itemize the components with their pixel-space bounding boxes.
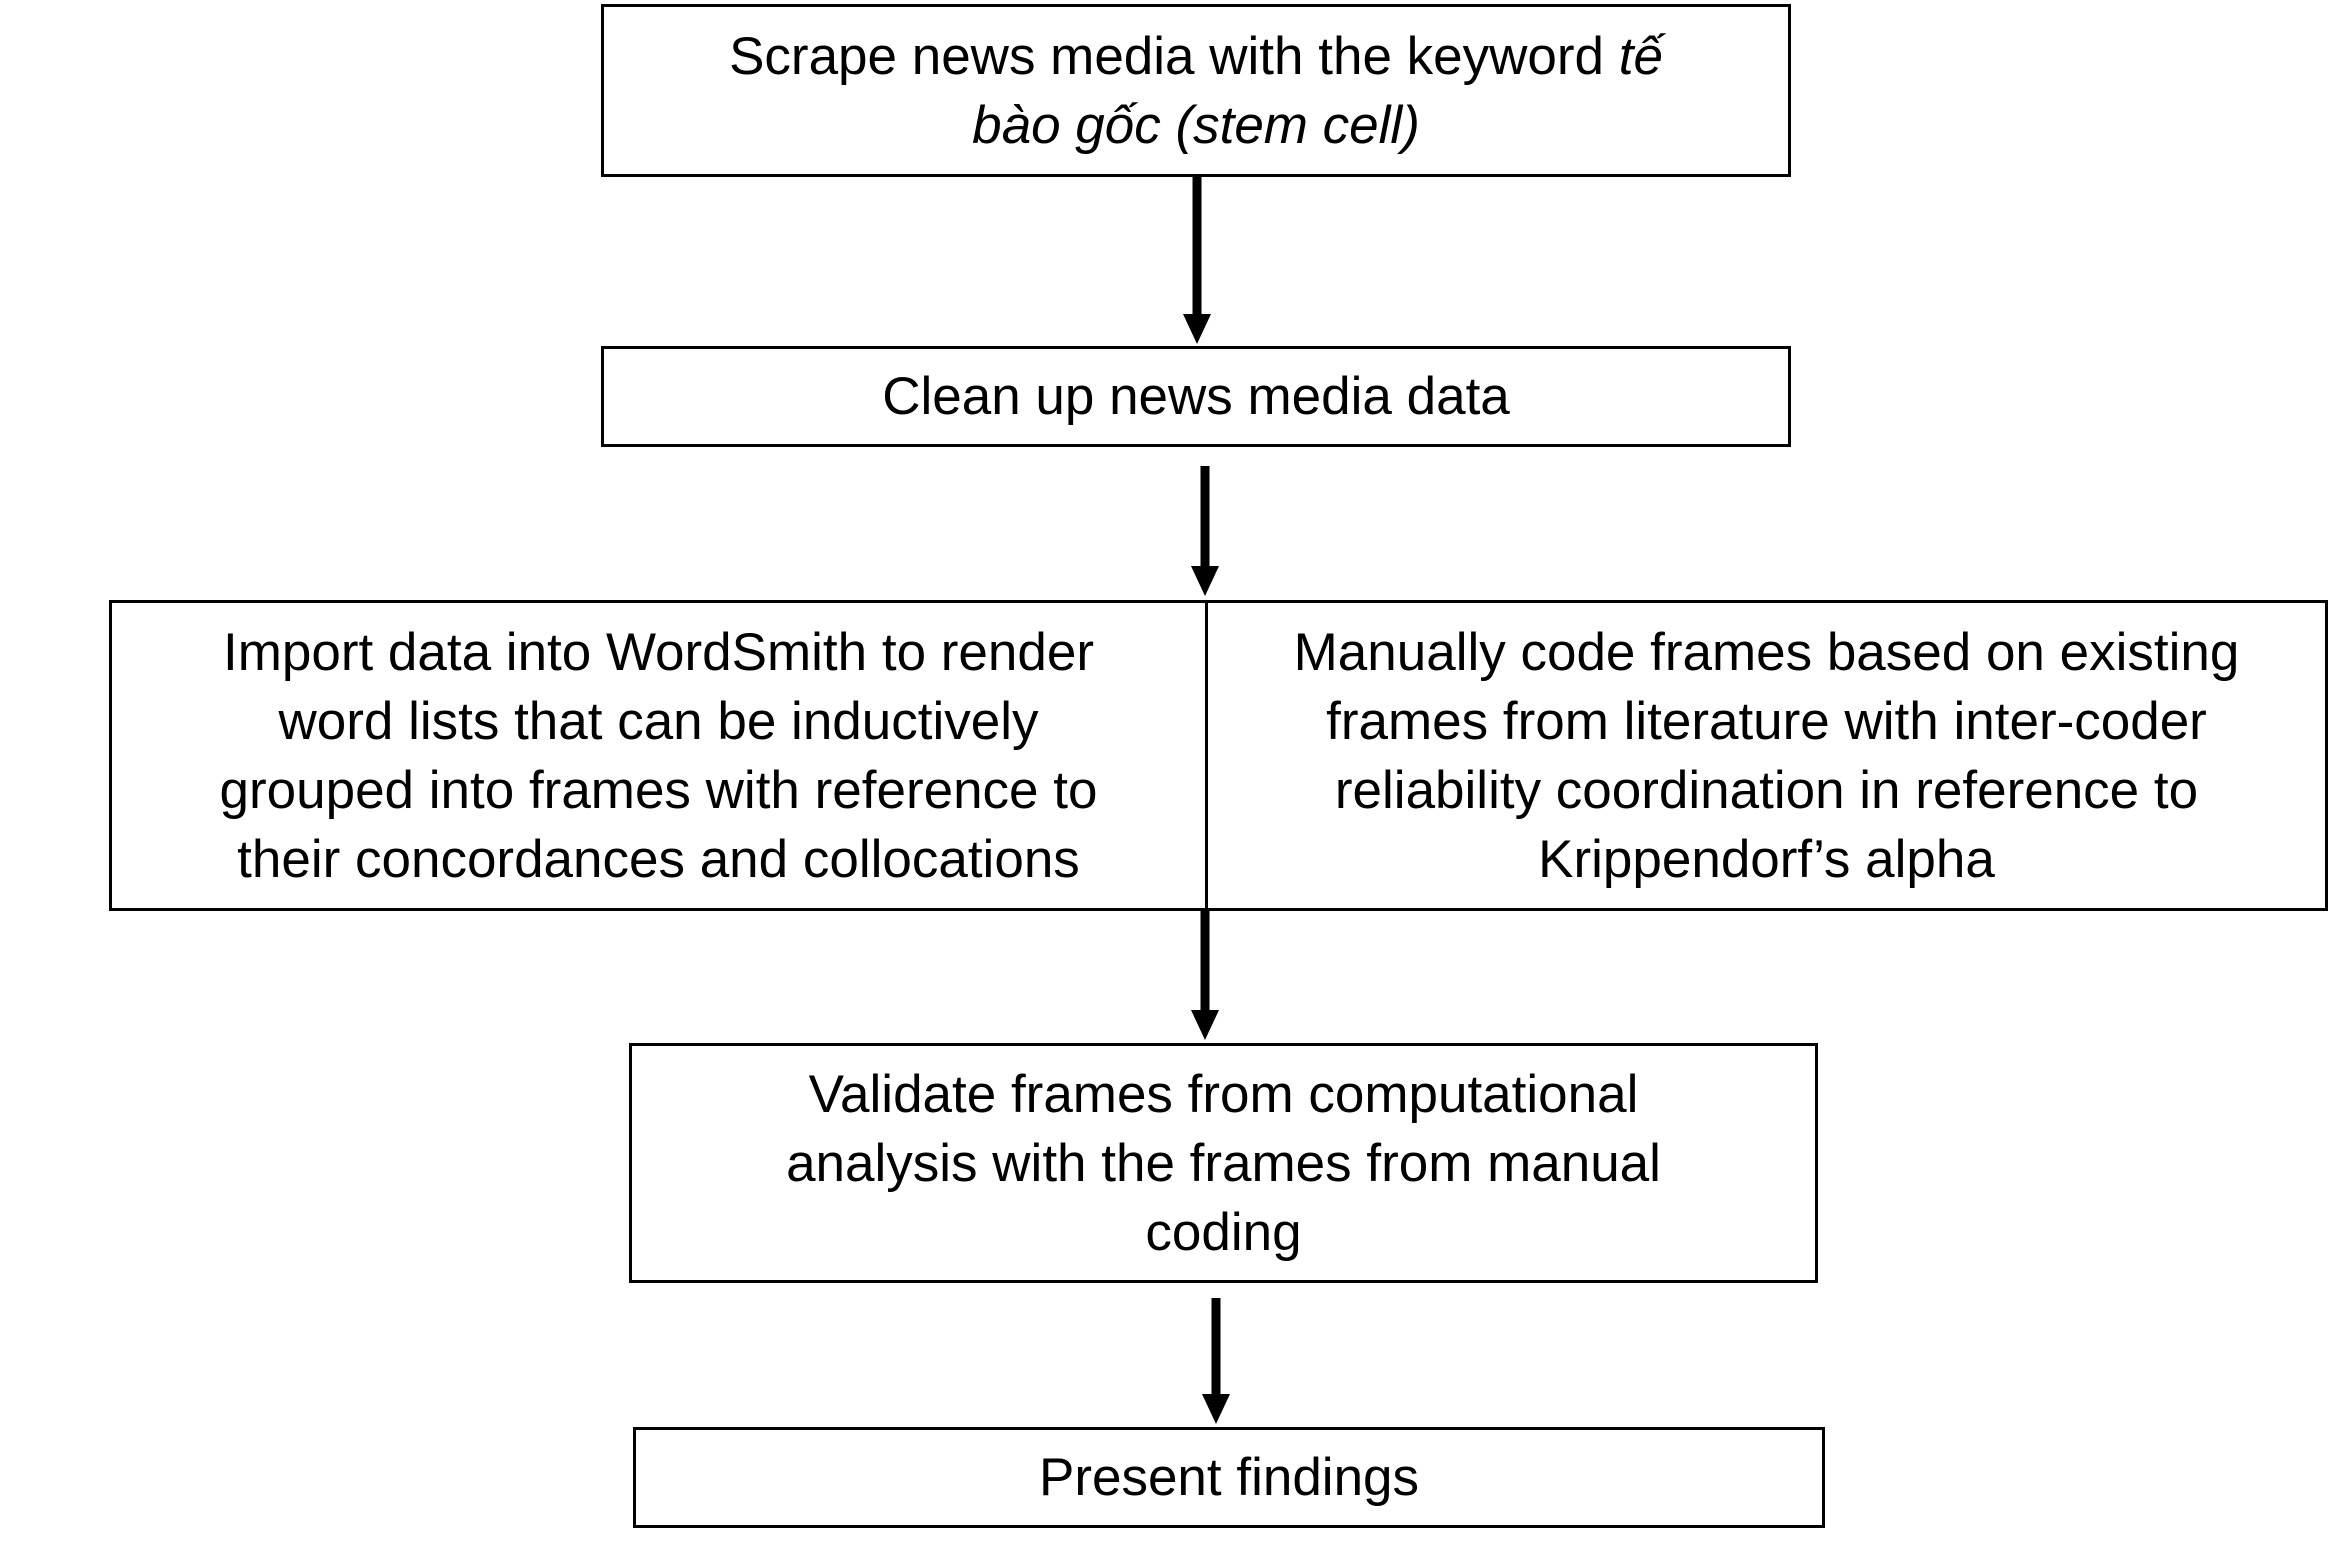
validate-line-2: analysis with the frames from manual xyxy=(786,1133,1661,1193)
manual-line-1: Manually code frames based on existing xyxy=(1293,622,2240,682)
manual-line-4: Krippendorf’s alpha xyxy=(1538,829,1995,889)
step-scrape-label: Scrape news media with the keyword tế bà… xyxy=(729,22,1663,160)
step-analysis-box: Import data into WordSmith to render wor… xyxy=(109,600,2328,911)
arrowhead-analysis-to-validate xyxy=(1191,1010,1219,1040)
step-scrape-line1-italic: tế xyxy=(1618,26,1663,86)
step-scrape-line2-italic: bào gốc (stem cell) xyxy=(972,95,1420,155)
analysis-divider xyxy=(1205,603,1208,908)
computational-line-1: Import data into WordSmith to render xyxy=(223,622,1094,682)
arrowhead-scrape-to-clean xyxy=(1183,314,1211,344)
manual-coding-label: Manually code frames based on existing f… xyxy=(1294,618,2240,894)
arrowhead-validate-to-present xyxy=(1202,1394,1230,1424)
computational-line-4: their concordances and collocations xyxy=(237,829,1080,889)
manual-line-2: frames from literature with inter-coder xyxy=(1326,691,2207,751)
step-present-box: Present findings xyxy=(633,1427,1825,1528)
step-scrape-line1-plain: Scrape news media with the keyword xyxy=(729,26,1619,86)
computational-line-2: word lists that can be inductively xyxy=(278,691,1039,751)
arrowhead-clean-to-analysis xyxy=(1191,566,1219,596)
step-clean-label: Clean up news media data xyxy=(882,367,1510,426)
step-validate-label: Validate frames from computational analy… xyxy=(786,1060,1661,1267)
validate-line-3: coding xyxy=(1145,1202,1302,1262)
step-present-label: Present findings xyxy=(1038,1448,1420,1507)
computational-line-3: grouped into frames with reference to xyxy=(219,760,1098,820)
manual-coding-cell: Manually code frames based on existing f… xyxy=(1208,603,2325,908)
validate-line-1: Validate frames from computational xyxy=(808,1064,1639,1124)
step-validate-box: Validate frames from computational analy… xyxy=(629,1043,1818,1283)
step-clean-box: Clean up news media data xyxy=(601,346,1791,447)
computational-analysis-label: Import data into WordSmith to render wor… xyxy=(220,618,1098,894)
step-scrape-box: Scrape news media with the keyword tế bà… xyxy=(601,4,1791,177)
computational-analysis-cell: Import data into WordSmith to render wor… xyxy=(112,603,1205,908)
manual-line-3: reliability coordination in reference to xyxy=(1334,760,2199,820)
